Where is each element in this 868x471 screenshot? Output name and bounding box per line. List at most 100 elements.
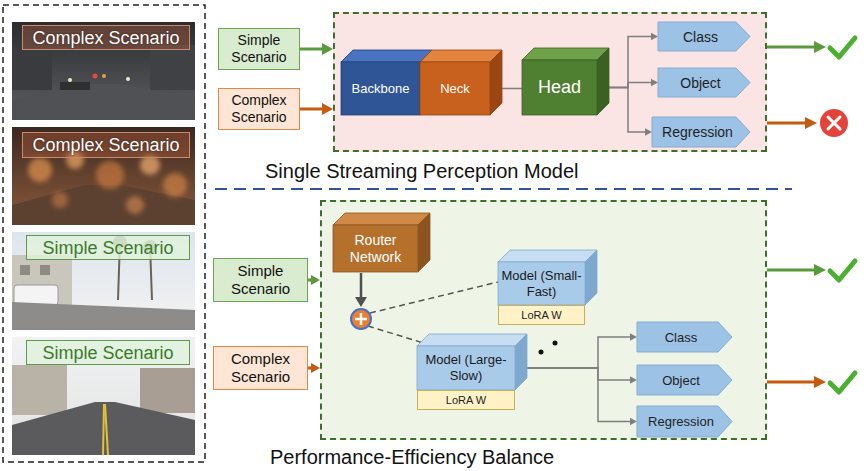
output-label: Regression [662,124,733,140]
connector-line [597,37,652,88]
model-block: Model (Small-Fast) [498,250,597,305]
scenario-box: Complex Scenario [218,88,300,130]
arrow-head [311,363,320,373]
photo-caption: Complex Scenario [32,136,179,154]
arrow-head [630,333,637,341]
scenario-box: Simple Scenario [213,258,308,302]
head-block: Head [522,48,609,115]
photo-label: Simple Scenario [26,340,190,365]
output-arrow-box: Regression [637,406,732,437]
panel-heading: Single Streaming Perception Model [265,160,579,182]
connector-arrow [308,275,320,285]
output-arrow-box: Class [658,22,750,51]
arrow-face: Regression [652,117,743,147]
block-label: Neck [440,81,470,97]
block-face: Neck [420,62,490,115]
model-block: Model (Large-Slow) [417,334,527,390]
output-label: Class [683,29,718,45]
arrow-face: Object [637,365,725,395]
block-face: Backbone [341,62,420,115]
lora-strip: LoRA W [417,390,515,410]
street-photo [12,22,195,120]
connector-arrow [597,88,652,136]
output-arrow-box: Class [637,322,732,352]
cross-mark [820,109,848,137]
connector-line [490,88,522,90]
connector-line [515,368,631,422]
arrow-head [645,128,652,136]
photo-label: Complex Scenario [22,25,190,50]
photo-caption: Complex Scenario [32,29,179,47]
connector-arrow [300,103,333,115]
arrow-head [651,79,658,87]
street-photo [12,127,195,225]
block-face: Model (Large-Slow) [417,346,515,390]
street-photo [12,232,195,330]
photo-caption: Simple Scenario [42,239,173,257]
section-divider [215,188,792,190]
scenario-text: Complex Scenario [214,350,307,386]
scenario-box: Complex Scenario [213,346,308,390]
output-arrow [767,264,826,276]
block-label: Head [538,77,581,99]
ellipsis-dot [539,350,544,355]
output-label: Object [680,75,720,91]
arrow-head [630,418,637,426]
model-panel: Performance-Efficiency BalanceRouter Net… [320,200,767,440]
output-arrow [767,41,826,53]
arrow-face: Object [658,68,743,97]
output-arrow [767,376,826,388]
scenario-text: Simple Scenario [219,32,299,66]
output-label: Class [665,330,698,345]
check-mark [830,38,855,57]
block-face: Head [522,60,597,115]
neck-block: Neck [420,50,502,115]
connector-line [515,368,631,380]
arrow-head [651,33,658,41]
router-block: Router Network [333,213,430,272]
output-arrow-box: Regression [652,117,750,147]
arrow-head [630,376,637,384]
connector-arrow [300,43,333,55]
scenario-text: Complex Scenario [219,92,299,126]
arrow-face: Class [637,322,725,352]
street-photo [12,337,195,455]
lora-strip: LoRA W [498,305,585,325]
connector-arrow [515,368,637,425]
connector-arrow [515,368,637,384]
output-arrow [767,117,817,129]
block-label: Model (Small-Fast) [498,268,585,299]
connector-arrow [597,33,658,88]
output-label: Regression [648,414,714,429]
photo-label: Simple Scenario [26,235,190,260]
connector-line [515,337,631,368]
output-arrow-box: Object [658,68,750,97]
photo-caption: Simple Scenario [42,344,173,362]
scenario-text: Simple Scenario [214,262,307,298]
panel-frame [3,5,205,462]
output-arrow-box: Object [637,365,732,395]
backbone-block: Backbone [341,50,432,115]
check-mark [830,373,855,392]
arrow-head [311,275,320,285]
scenario-box: Simple Scenario [218,28,300,70]
arrow-head [322,43,333,55]
photo-label: Complex Scenario [22,132,190,158]
block-label: Router Network [333,232,418,266]
connector-arrow [597,79,658,88]
output-label: Object [662,373,700,388]
lora-label: LoRA W [446,394,486,406]
lora-label: LoRA W [521,309,561,321]
connector-line [597,88,646,133]
plus-junction [351,309,371,329]
connector-line [300,108,324,111]
block-label: Backbone [352,81,410,97]
connector-arrow [515,333,637,368]
panel-heading: Performance-Efficiency Balance [270,446,554,468]
block-label: Model (Large-Slow) [417,352,515,383]
arrow-face: Class [658,22,743,51]
ellipsis-dot [553,341,558,346]
arrow-face: Regression [637,406,725,437]
arrow-head [322,103,333,115]
connector-line [300,48,324,51]
